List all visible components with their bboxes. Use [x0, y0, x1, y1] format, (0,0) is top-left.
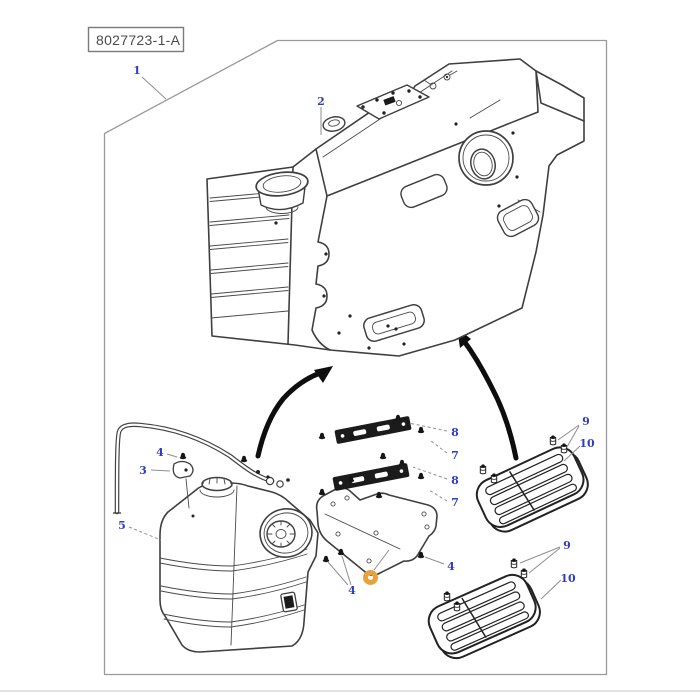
clamp-strip-2	[332, 463, 410, 491]
aux-tank-dot	[191, 514, 195, 518]
callout-3[interactable]: 3	[139, 464, 147, 477]
filler-cap	[255, 171, 309, 214]
tank-bolt-hole-dots	[274, 122, 519, 350]
assembly-arrow-right	[461, 338, 519, 461]
aux-tank-port	[280, 591, 298, 613]
callout-4-a[interactable]: 4	[156, 446, 164, 459]
drawing-frame	[103, 39, 608, 676]
callout-5[interactable]: 5	[118, 519, 126, 532]
callout-10-a[interactable]: 10	[579, 437, 595, 450]
part-number-border	[87, 26, 185, 53]
strap-bolt	[240, 455, 248, 463]
assembly-arrow-left	[255, 370, 323, 459]
callout-4-b[interactable]: 4	[447, 560, 455, 573]
callout-4-c[interactable]: 4	[348, 584, 356, 597]
step-lower	[427, 573, 541, 660]
tank-recess-right	[496, 198, 540, 238]
aux-tank-cap	[199, 476, 235, 498]
highlight-ring-item6[interactable]	[363, 570, 378, 585]
callout-8-a[interactable]: 8	[451, 426, 459, 439]
part-number-text: 8027723-1-A	[96, 32, 181, 48]
aux-tank-assembly	[113, 422, 319, 653]
aux-tank-fittings	[256, 470, 290, 488]
callout-numbers: 1 2 3 4 5 8 7 8 7 9 10 4 4 9 10	[118, 64, 595, 597]
callout-7-a[interactable]: 7	[451, 449, 459, 462]
callout-9-a[interactable]: 9	[582, 415, 590, 428]
callout-10-b[interactable]: 10	[560, 572, 576, 585]
main-fuel-tank-drawing	[206, 58, 585, 357]
support-plate	[315, 487, 438, 576]
tank-slab-edge	[315, 70, 539, 197]
fuel-sender-unit	[356, 79, 437, 120]
hose-clamp	[172, 460, 194, 509]
tank-face-edge	[311, 195, 331, 351]
support-plate-holes	[330, 495, 430, 564]
clamp-bolt	[179, 452, 187, 460]
callout-leader-lines	[128, 76, 581, 600]
callout-9-b[interactable]: 9	[563, 539, 571, 552]
step-upper	[475, 446, 589, 533]
tank-recess-mid	[400, 173, 448, 209]
callout-8-b[interactable]: 8	[451, 474, 459, 487]
breather-fitting	[443, 70, 458, 81]
tank-mount-ring	[458, 99, 541, 213]
aux-tank-filler-recess	[259, 508, 313, 558]
part-number-box: 8027723-1-A	[87, 26, 185, 53]
callout-7-b[interactable]: 7	[451, 496, 459, 509]
callout-2[interactable]: 2	[317, 95, 325, 108]
breather-hose	[113, 422, 275, 515]
tank-block-lines	[535, 70, 585, 122]
callout-1[interactable]: 1	[133, 64, 141, 77]
assembly-arrow-left-head	[314, 366, 333, 383]
tank-top-port	[322, 116, 346, 132]
